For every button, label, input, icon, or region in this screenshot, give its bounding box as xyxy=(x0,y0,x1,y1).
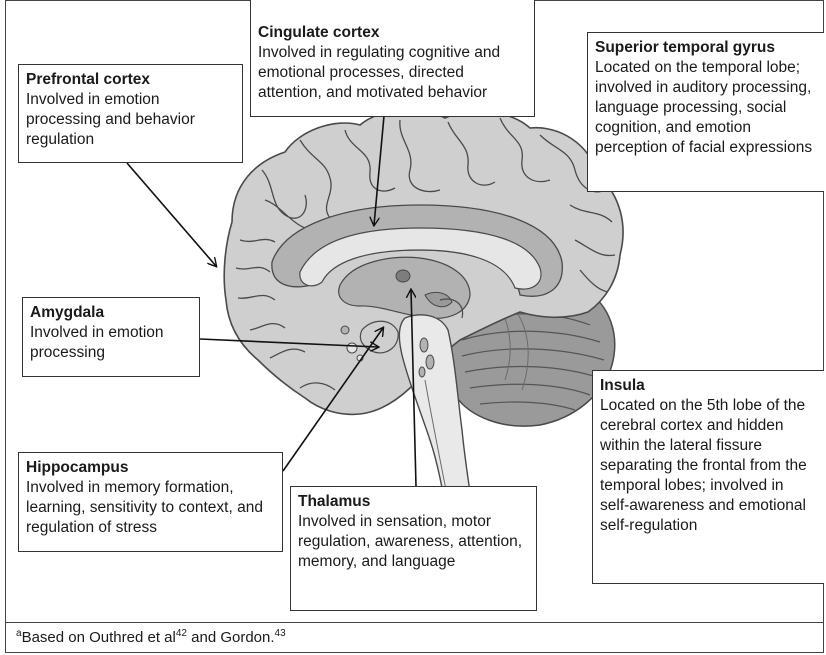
footnote-text-1: Based on Outhred et al xyxy=(22,629,176,646)
label-title: Amygdala xyxy=(30,303,192,323)
label-title: Prefrontal cortex xyxy=(26,70,235,90)
thalamus-nucleus xyxy=(396,270,410,282)
label-description: Located on the temporal lobe; involved i… xyxy=(595,58,817,158)
label-title: Cingulate cortex xyxy=(258,23,527,43)
footnote-ref-1: 42 xyxy=(176,628,187,639)
label-title: Hippocampus xyxy=(26,458,275,478)
footnote-text-2: and Gordon. xyxy=(187,629,275,646)
label-description: Involved in emotion processing xyxy=(30,323,192,363)
label-description: Involved in emotion processing and behav… xyxy=(26,90,235,150)
label-title: Thalamus xyxy=(298,492,529,512)
label-description: Involved in memory formation, learning, … xyxy=(26,478,275,538)
footnote-ref-2: 43 xyxy=(275,628,286,639)
arrow-prefrontal xyxy=(127,163,216,266)
footnote-divider xyxy=(5,622,824,623)
label-description: Involved in regulating cognitive and emo… xyxy=(258,43,527,103)
label-thalamus: Thalamus Involved in sensation, motor re… xyxy=(290,486,537,611)
label-title: Insula xyxy=(600,376,817,396)
label-hippocampus: Hippocampus Involved in memory formation… xyxy=(18,452,283,552)
label-cingulate-cortex: Cingulate cortex Involved in regulating … xyxy=(250,0,535,117)
label-description: Involved in sensation, motor regulation,… xyxy=(298,512,529,572)
label-title: Superior temporal gyrus xyxy=(595,38,817,58)
footnote: aBased on Outhred et al42 and Gordon.43 xyxy=(16,628,286,646)
label-description: Located on the 5th lobe of the cerebral … xyxy=(600,396,817,536)
label-prefrontal-cortex: Prefrontal cortex Involved in emotion pr… xyxy=(18,64,243,163)
amygdala-shape xyxy=(360,321,398,353)
label-superior-temporal-gyrus: Superior temporal gyrus Located on the t… xyxy=(587,32,824,192)
label-insula: Insula Located on the 5th lobe of the ce… xyxy=(592,370,824,584)
label-amygdala: Amygdala Involved in emotion processing xyxy=(22,297,200,377)
